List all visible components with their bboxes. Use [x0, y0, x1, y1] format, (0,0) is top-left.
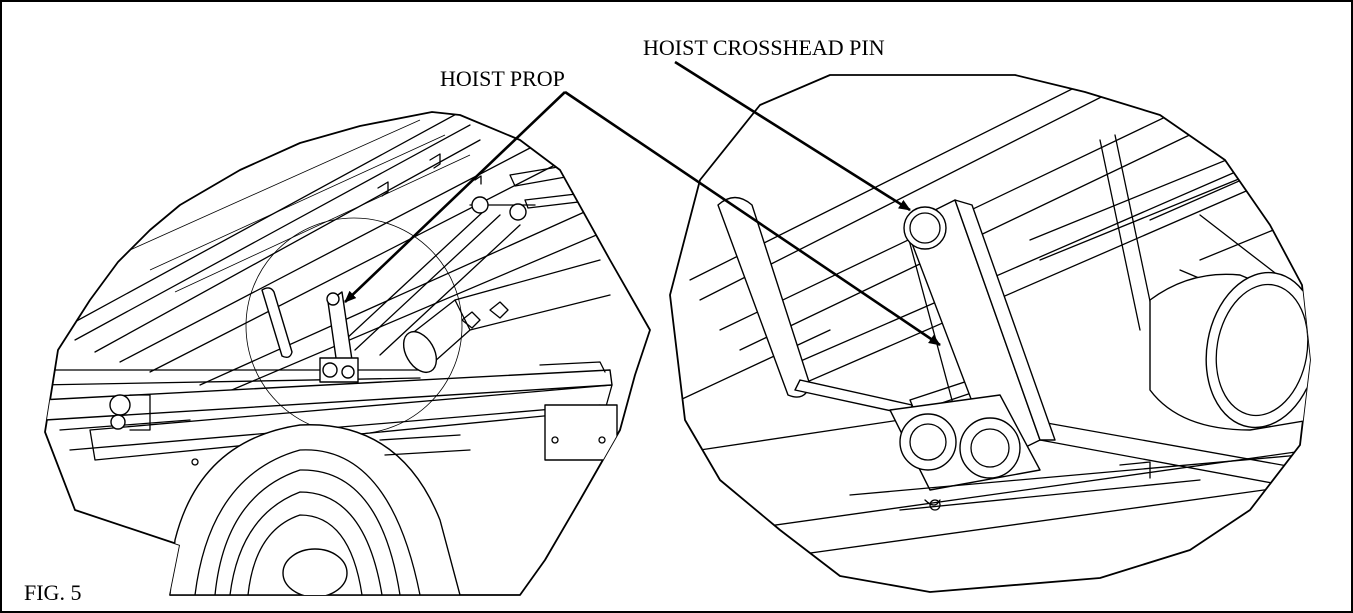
hoist-prop-leader-right: [564, 90, 941, 347]
figure-caption: FIG. 5: [24, 580, 82, 605]
hoist-crosshead-pin-label: HOIST CROSSHEAD PIN: [643, 35, 885, 60]
leader-lines: [344, 60, 941, 347]
crosshead-pin-leader: [674, 60, 911, 212]
left-assembly-view: [44, 111, 651, 596]
hoist-prop-label: HOIST PROP: [440, 66, 565, 91]
hoist-prop-leader-left: [344, 91, 566, 303]
right-detail-view: [669, 74, 1311, 593]
